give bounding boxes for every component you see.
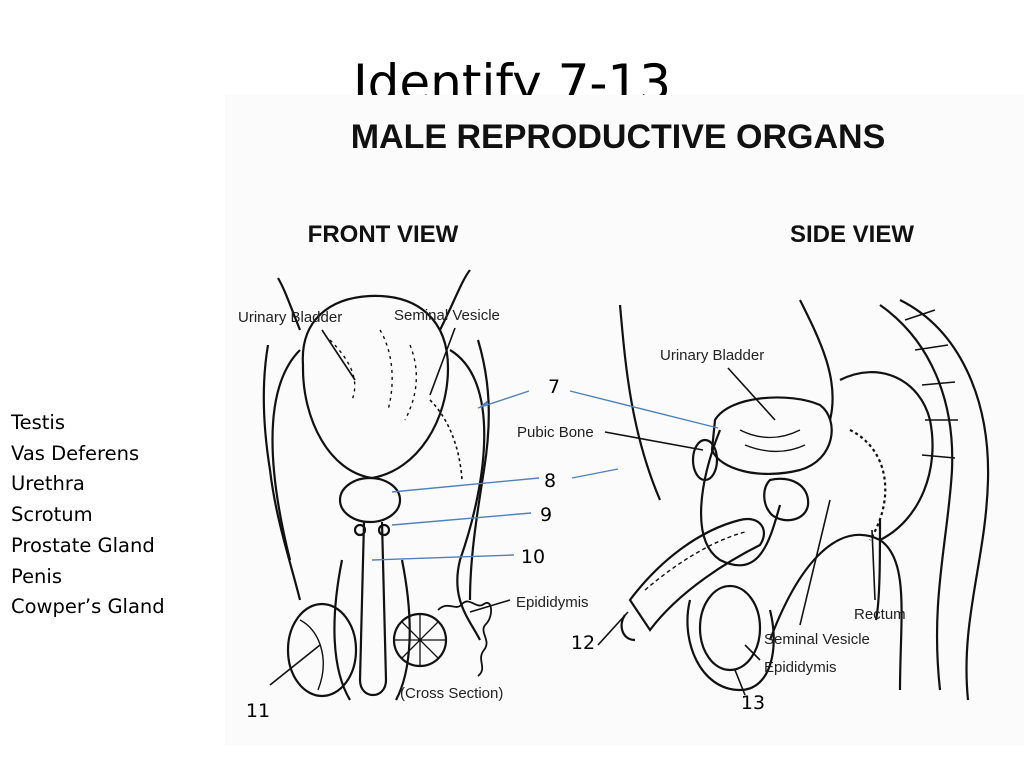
front-view-drawing [262, 269, 492, 701]
label-cross-section: (Cross Section) [400, 685, 503, 702]
answer-number-8: 8 [543, 470, 557, 492]
rectum-line [874, 519, 882, 621]
answer-pointers [371, 390, 719, 561]
pointer-side-seminal-vesicle [799, 499, 831, 626]
pointer-side-bladder [727, 367, 776, 421]
figure-panel [225, 95, 1024, 745]
front-pointers [269, 327, 511, 686]
label-seminal-vesicle-front: Seminal Vesicle [394, 307, 500, 324]
testis-left-detail [299, 619, 324, 691]
side-penis-tissue [644, 531, 746, 591]
seminal-vesicle-dots [429, 399, 463, 481]
term-item: Scrotum [11, 503, 93, 527]
vas-deferens-right [449, 349, 486, 641]
answer-line-9 [391, 512, 532, 526]
answer-number-11: 11 [245, 700, 271, 722]
answer-line-10 [371, 554, 515, 561]
label-urinary-bladder-front: Urinary Bladder [238, 309, 342, 326]
term-item: Urethra [11, 472, 85, 496]
side-view-drawing [618, 299, 990, 701]
side-vas-deferens [699, 429, 782, 567]
cowper-gland-left [353, 523, 367, 537]
pointer-side-epididymis [744, 644, 761, 661]
pointer-side-rectum [871, 529, 876, 601]
term-item: Cowper’s Gland [11, 595, 165, 619]
side-bladder-folds [739, 429, 806, 453]
side-rectum-texture [849, 429, 887, 541]
answer-line-7-left [477, 390, 530, 409]
label-seminal-vesicle-side: Seminal Vesicle [764, 631, 870, 648]
vas-deferens-left [271, 349, 301, 561]
label-pubic-bone: Pubic Bone [517, 424, 594, 441]
side-view-title: SIDE VIEW [790, 221, 914, 248]
side-scrotum [686, 599, 775, 692]
answer-line-8-left [391, 477, 540, 493]
body-outline-right [468, 339, 490, 601]
label-epididymis-front: Epididymis [516, 594, 589, 611]
diagram-heading: MALE REPRODUCTIVE ORGANS [351, 118, 886, 156]
answer-number-7: 7 [547, 376, 561, 398]
answer-number-10: 10 [520, 546, 546, 568]
side-leg-contour [768, 533, 903, 691]
vertebra-marks [904, 309, 958, 459]
answer-number-12: 12 [570, 632, 596, 654]
epididymis-coils [437, 600, 492, 677]
pointer-bladder [321, 329, 356, 381]
urethra-shaft [358, 521, 388, 696]
term-item: Testis [11, 411, 65, 434]
label-urinary-bladder-side: Urinary Bladder [660, 347, 764, 364]
label-rectum: Rectum [854, 606, 906, 623]
bladder-shape [301, 294, 450, 480]
term-item: Vas Deferens [11, 441, 140, 465]
side-pointers [597, 367, 876, 696]
answer-line-8-right [571, 468, 619, 479]
answer-line-7-right [569, 390, 719, 429]
side-prostate [763, 477, 810, 522]
arrowhead-7 [478, 400, 488, 408]
front-view-title: FRONT VIEW [308, 221, 459, 248]
pointer-12 [597, 611, 629, 646]
side-bladder [710, 396, 833, 476]
peritoneum-line [799, 299, 834, 421]
pointer-testis [269, 644, 321, 686]
term-item: Penis [11, 564, 62, 588]
back-contour [899, 299, 990, 701]
term-item: Prostate Gland [11, 533, 155, 557]
cowper-gland-right [377, 523, 391, 537]
body-outline-left [262, 344, 302, 601]
pointer-epididymis [469, 599, 511, 613]
answer-number-9: 9 [539, 504, 553, 526]
pointer-13 [734, 669, 746, 696]
penis-outline [333, 559, 411, 701]
pointer-seminal-vesicle [429, 327, 456, 396]
cross-section-lobules [394, 614, 446, 666]
abdominal-contour [618, 304, 662, 501]
pointer-side-pubic-bone [604, 431, 704, 451]
testis-left [286, 602, 358, 698]
label-epididymis-side: Epididymis [764, 659, 837, 676]
sacrum-contour [879, 304, 954, 691]
answer-number-13: 13 [740, 692, 766, 714]
term-list: Testis Vas Deferens Urethra Scrotum Pros… [11, 408, 165, 623]
side-penis [628, 517, 765, 632]
side-testis [698, 584, 762, 672]
bladder-texture [329, 329, 418, 421]
ureter-lines [277, 269, 471, 331]
prostate-shape [338, 476, 402, 524]
